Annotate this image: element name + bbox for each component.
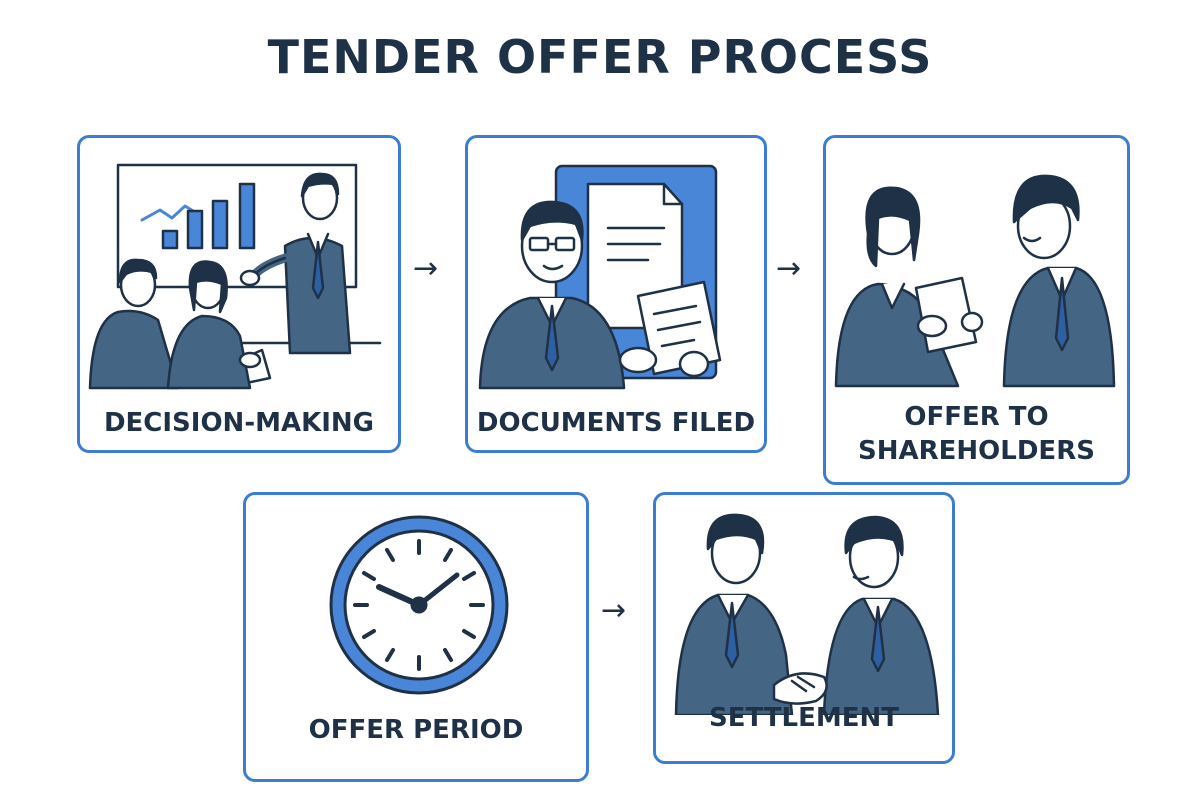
arrow-right-icon: → [601, 593, 627, 628]
two-people-talking-icon [834, 174, 1116, 388]
clock-icon [329, 515, 509, 695]
step-label: DECISION-MAKING [103, 408, 375, 438]
step-label: SETTLEMENT [708, 703, 899, 733]
step-card-decision-making: DECISION-MAKING [77, 135, 401, 453]
step-card-documents-filed: DOCUMENTS FILED [465, 135, 767, 453]
step-card-offer-to-shareholders: OFFER TO SHAREHOLDERS [823, 135, 1130, 485]
step-label: OFFER PERIOD [308, 715, 524, 745]
arrow-right-icon: → [776, 251, 802, 286]
document-review-icon [478, 164, 722, 390]
meeting-presentation-icon [88, 163, 382, 390]
step-label: OFFER TO SHAREHOLDERS [858, 402, 1095, 466]
step-card-offer-period: OFFER PERIOD [243, 492, 589, 782]
step-card-settlement: SETTLEMENT [653, 492, 955, 764]
page-title: TENDER OFFER PROCESS [267, 30, 933, 84]
arrow-right-icon: → [413, 251, 439, 286]
step-label: DOCUMENTS FILED [476, 408, 756, 438]
handshake-icon [674, 513, 940, 715]
